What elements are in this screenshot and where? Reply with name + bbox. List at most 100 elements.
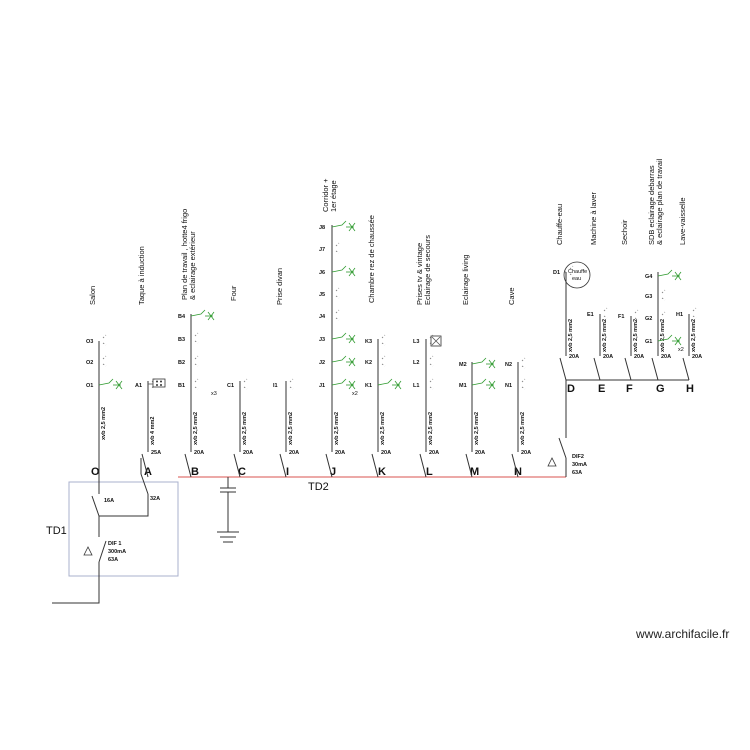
cooktop-dot-1-icon	[156, 380, 158, 383]
cooktop-icon	[152, 378, 166, 388]
lamp-cross-b-J6	[348, 267, 356, 277]
td1-enclosure	[68, 481, 179, 577]
emergency-light-icon	[430, 335, 442, 347]
switch-icon-K1	[377, 378, 393, 386]
breaker-switch-F	[624, 357, 632, 381]
point-label-N1: N1	[505, 383, 512, 389]
circuit-label-O-0: Salon	[88, 286, 97, 305]
outlet-icon-b-J7	[335, 250, 340, 254]
breaker-rating-K: 20A	[381, 450, 391, 456]
point-label-K3: K3	[365, 339, 372, 345]
cable-label-I: xvb 2,5 mm2	[288, 412, 294, 445]
outlet-icon-b-L2	[429, 363, 434, 367]
breaker-switch-N	[511, 453, 519, 478]
breaker-switch-M	[465, 453, 473, 478]
breaker-rating-N: 20A	[521, 450, 531, 456]
outlet-icon-b-L1	[429, 386, 434, 390]
cable-label-J: xvb 2,5 mm2	[334, 412, 340, 445]
outlet-icon-b-N1	[521, 386, 526, 390]
outlet-icon-D1	[569, 265, 574, 270]
lamp-cross-b-B4	[207, 311, 215, 321]
circuit-letter-O: O	[91, 466, 100, 478]
cable-label-B: xvb 2,5 mm2	[193, 412, 199, 445]
circuit-label-M-0: Eclairage living	[461, 255, 470, 305]
dif2-triangle-icon	[547, 457, 557, 467]
outlet-icon-L2	[429, 355, 434, 360]
switch-icon-M1	[471, 378, 487, 386]
point-label-B2: B2	[178, 360, 185, 366]
cable-label-M: xvb 2,5 mm2	[474, 412, 480, 445]
breaker-rating-D: 20A	[569, 354, 579, 360]
circuit-label-D-0: Chauffe-eau	[555, 204, 564, 245]
circuit-letter-J: J	[330, 466, 336, 478]
outlet-icon-b-O2	[102, 363, 107, 367]
multiplier-note-G: x2	[678, 347, 684, 353]
outlet-icon-G2	[661, 311, 666, 316]
breaker-switch-B	[184, 453, 192, 478]
dif1-line-3: 63A	[108, 557, 118, 563]
breaker-rating-F: 20A	[634, 354, 644, 360]
outlet-icon-b-D1	[569, 273, 574, 277]
cooktop-dot-2-icon	[160, 380, 162, 383]
point-label-J8: J8	[319, 225, 325, 231]
switch-icon-J6	[331, 265, 347, 273]
point-label-G2: G2	[645, 316, 652, 322]
outlet-icon-N2	[521, 357, 526, 362]
breaker-switch-D	[559, 357, 567, 381]
breaker-switch-L	[419, 453, 427, 478]
water-heater-text-2: eau	[572, 276, 581, 282]
dif1-triangle-icon	[83, 546, 93, 556]
outlet-icon-J5	[335, 287, 340, 292]
outlet-icon-b-B2	[194, 363, 199, 367]
outlet-icon-b-J4	[335, 317, 340, 321]
outlet-icon-E1	[603, 307, 608, 312]
point-label-B1: B1	[178, 383, 185, 389]
circuit-letter-B: B	[191, 466, 199, 478]
dif1-line-2: 300mA	[108, 549, 126, 555]
point-label-E1: E1	[587, 312, 594, 318]
point-label-J4: J4	[319, 314, 326, 320]
point-label-B4: B4	[178, 314, 186, 320]
point-label-L3: L3	[413, 339, 419, 345]
supply-line	[52, 562, 100, 604]
point-label-J5: J5	[319, 292, 325, 298]
point-label-D1: D1	[553, 270, 560, 276]
breaker-rating-A: 25A	[151, 450, 161, 456]
circuit-letter-I: I	[286, 466, 289, 478]
breaker-switch-G	[651, 357, 659, 381]
cable-label-O: xvb 2,5 mm2	[101, 407, 107, 440]
circuit-letter-E: E	[598, 383, 605, 395]
point-label-N2: N2	[505, 362, 512, 368]
dif2-switch	[558, 437, 567, 459]
lamp-cross-b-J8	[348, 222, 356, 232]
breaker-switch-H	[682, 357, 690, 381]
point-label-H1: H1	[676, 312, 683, 318]
point-label-K1: K1	[365, 383, 372, 389]
point-label-O1: O1	[86, 383, 93, 389]
circuit-letter-M: M	[470, 466, 479, 478]
lamp-cross-b-K1	[394, 380, 402, 390]
dif1-switch	[98, 540, 107, 563]
lamp-cross-b-G4	[674, 271, 682, 281]
outlet-icon-b-C1	[243, 386, 248, 390]
emergency-light-cross-b	[431, 336, 441, 346]
outlet-icon-K2	[381, 355, 386, 360]
breaker-rating-M: 20A	[475, 450, 485, 456]
lamp-cross-b-G1	[674, 336, 682, 346]
outlet-icon-b-K2	[381, 363, 386, 367]
circuit-label-J-0: Corridor +	[321, 178, 330, 212]
circuit-label-C-0: Four	[229, 285, 238, 301]
point-label-M1: M1	[459, 383, 467, 389]
point-label-J7: J7	[319, 247, 325, 253]
outlet-icon-J4	[335, 309, 340, 314]
credit-text: www.archifacile.fr	[636, 627, 730, 641]
circuit-letter-L: L	[426, 466, 433, 478]
outlet-icon-b-J5	[335, 295, 340, 299]
cable-label-K: xvb 2,5 mm2	[380, 412, 386, 445]
circuit-letter-H: H	[686, 383, 694, 395]
switch-icon-O1	[98, 378, 114, 386]
point-label-O3: O3	[86, 339, 93, 345]
outlet-icon-K3	[381, 334, 386, 339]
